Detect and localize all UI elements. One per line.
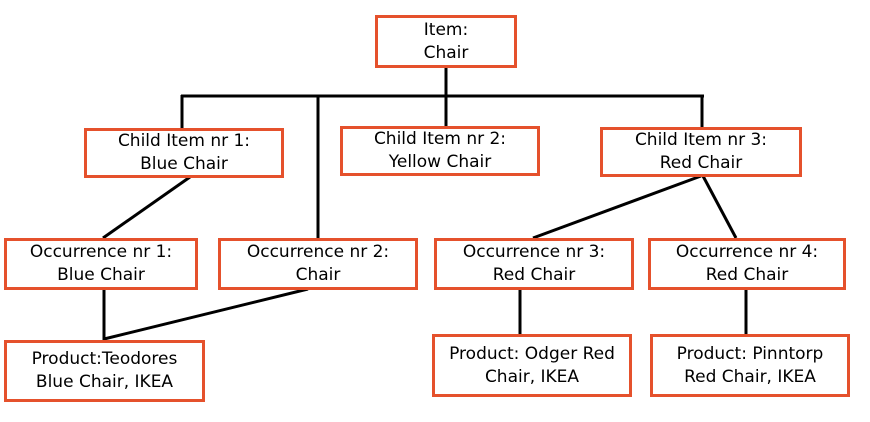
node-label: Occurrence nr 2: [246,242,390,262]
node-label: Red Chair [492,265,576,285]
node-product-pinntorp: Product: Pinntorp Red Chair, IKEA [650,334,850,397]
node-product-odger: Product: Odger Red Chair, IKEA [432,334,632,397]
edge-occ2-prod1 [103,287,309,341]
node-label: Red Chair, IKEA [684,366,816,387]
node-label: Red Chair [705,265,789,285]
node-product-teodores: Product:Teodores Blue Chair, IKEA [4,340,205,402]
node-occurrence-3: Occurrence nr 3: Red Chair [434,238,634,290]
node-label: Chair [295,265,341,285]
node-label: Chair, IKEA [484,366,580,387]
edge-child3-occ4 [701,175,738,239]
node-item: Item: Chair [375,15,517,68]
node-label: Occurrence nr 1: [29,242,173,262]
node-label: Child Item nr 2: [373,129,507,149]
node-label: Product: Odger Red [449,343,615,364]
node-label: Child Item nr 1: [117,131,251,151]
node-label: Yellow Chair [388,152,492,172]
node-child-item-1: Child Item nr 1: Blue Chair [84,128,284,178]
node-label: Occurrence nr 4: [675,242,819,262]
node-label: Blue Chair [57,265,145,285]
edge-child1-occ1 [102,175,191,240]
node-label: Occurrence nr 3: [462,242,606,262]
node-occurrence-2: Occurrence nr 2: Chair [218,238,418,290]
node-occurrence-4: Occurrence nr 4: Red Chair [648,238,846,290]
node-label: Red Chair [659,153,743,173]
node-label: Item: [423,19,469,40]
edge-child3-occ3 [532,174,702,240]
node-label: Product: Pinntorp [676,343,824,364]
node-child-item-2: Child Item nr 2: Yellow Chair [340,126,540,176]
node-label: Child Item nr 3: [634,130,768,150]
node-occurrence-1: Occurrence nr 1: Blue Chair [4,238,198,290]
node-label: Chair [423,42,469,63]
node-label: Blue Chair, IKEA [35,372,174,392]
node-child-item-3: Child Item nr 3: Red Chair [600,127,802,177]
node-label: Product:Teodores [31,349,178,369]
node-label: Blue Chair [140,154,228,174]
